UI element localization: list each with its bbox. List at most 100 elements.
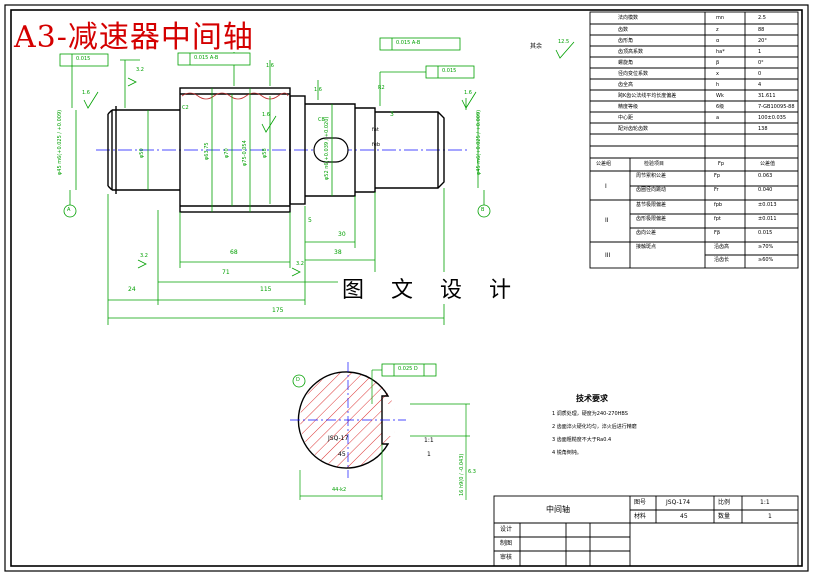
tb-qty: 1 [768, 513, 772, 520]
param-value: 100±0.035 [758, 115, 787, 121]
param-value: 0° [758, 60, 764, 66]
group-header: 公差组 [596, 161, 612, 167]
group-item-value: ≥70% [758, 244, 774, 250]
tb-design-label: 设计 [500, 526, 513, 533]
c8-label: C8 [318, 117, 325, 123]
dim-dia-right: φ45 m6(+0.025 / +0.009) [476, 109, 482, 175]
dim-dia-6375: φ63.75 [204, 142, 210, 160]
param-symbol: α [716, 38, 720, 44]
param-symbol: ha* [716, 49, 725, 55]
param-value: 2.5 [758, 15, 766, 21]
group-item-value: 0.015 [758, 230, 773, 236]
gear-break-line [181, 92, 289, 100]
tolerance-group-roman: I [605, 183, 607, 190]
dim-44: 44-k2 [332, 487, 347, 493]
tol-runout-d: 0.015 [442, 68, 457, 74]
group-item-name: 接触斑点 [636, 244, 657, 250]
datum-d: D [296, 377, 300, 383]
param-name: 齿顶高系数 [618, 49, 644, 55]
datum-b: B [481, 207, 485, 213]
param-name: 法向模数 [618, 15, 639, 21]
param-symbol: h [716, 82, 720, 88]
group-header: 检验项目 [644, 161, 665, 167]
param-name: 中心距 [618, 115, 634, 121]
param-value: 31.611 [758, 93, 776, 99]
group-item-value: 0.063 [758, 173, 773, 179]
group-item-name: 齿向公差 [636, 230, 657, 236]
inner-frame [10, 9, 803, 567]
tb-check-label: 审核 [500, 554, 513, 561]
tb-part-name: 中间轴 [546, 505, 570, 514]
param-name: 径向变位系数 [618, 71, 649, 77]
tol-symmetry: 0.025 D [398, 366, 418, 372]
section-scale: 1:1 [424, 437, 434, 444]
group-item-name: 齿圈径向跳动 [636, 187, 667, 193]
roughness-note-value: 12.5 [558, 39, 570, 45]
dim-dia-50: φ50 [139, 148, 145, 158]
group-item-name: 周节累积公差 [636, 173, 667, 179]
datum-a: A [67, 207, 71, 213]
tech-req-item: 1 调质处理，硬度为240-270HBS [552, 411, 628, 417]
tolerance-frames [59, 37, 475, 377]
section-material: 45 [338, 451, 346, 458]
tech-req-item: 3 齿面粗糙度不大于Ra0.4 [552, 437, 612, 443]
fat-label: fat [372, 127, 379, 133]
group-item-symbol: 沿齿高 [714, 244, 730, 250]
dim-71: 71 [222, 269, 230, 276]
tb-drawn-label: 制图 [500, 540, 513, 547]
dim-dia-75: φ75-0.054 [242, 140, 248, 166]
outer-frame [4, 4, 809, 572]
section-qty: 1 [427, 451, 431, 458]
group-item-name: 基节极限偏差 [636, 202, 667, 208]
rough-3-2-c: 3.2 [296, 261, 304, 267]
radius-label: R2 [378, 85, 385, 91]
rough-1-6-d: 1.6 [266, 63, 274, 69]
param-symbol: 6级 [716, 104, 725, 110]
param-name: 跨K齿公法线平均长度偏差 [618, 93, 677, 99]
param-value: 20° [758, 38, 767, 44]
section-view [290, 362, 470, 500]
group-item-value: ±0.013 [758, 202, 777, 208]
param-name: 精度等级 [618, 104, 639, 110]
title-block-grid [493, 495, 799, 567]
tech-req-item: 4 锐角倒钝。 [552, 450, 582, 456]
group-item-symbol: fpt [714, 216, 721, 222]
param-value: 4 [758, 82, 762, 88]
group-item-symbol: Fβ [714, 230, 721, 236]
dim-5: 5 [308, 217, 312, 224]
tolerance-group-roman: II [605, 217, 609, 224]
tb-drawing-no: JSQ-174 [666, 499, 691, 506]
group-item-symbol: Fp [714, 173, 721, 179]
param-name: 齿形角 [618, 38, 634, 44]
dim-24: 24 [128, 286, 136, 293]
param-name: 齿全高 [618, 82, 634, 88]
datum-symbols [63, 190, 491, 388]
param-symbol: Wk [716, 93, 724, 99]
group-item-symbol: Fr [714, 187, 719, 193]
param-name: 齿数 [618, 27, 629, 33]
tb-scale-label: 比例 [718, 499, 731, 506]
group-header: 公差值 [760, 161, 776, 167]
shaft-outline [107, 87, 445, 213]
tech-req-heading: 技术要求 [576, 394, 608, 403]
tb-drawing-no-label: 图号 [634, 499, 647, 506]
tolerance-group-roman: III [605, 252, 611, 259]
rough-1-6-c: 1.6 [262, 112, 270, 118]
page-title: A3-减速器中间轴 [14, 20, 254, 55]
dim-dia-70: φ70 [224, 148, 230, 158]
tol-runout-c: 0.015 A-B [396, 40, 421, 46]
group-item-value: ±0.011 [758, 216, 777, 222]
group-item-symbol: fpb [714, 202, 723, 208]
tb-qty-label: 数量 [718, 513, 731, 520]
roughness-symbols [83, 41, 575, 277]
dim-115: 115 [260, 286, 272, 293]
tb-scale: 1:1 [760, 499, 770, 506]
param-symbol: x [716, 71, 719, 77]
dim-30: 30 [338, 231, 346, 238]
param-name: 螺旋角 [618, 60, 634, 66]
section-gear-code: JSQ-17 [328, 435, 349, 442]
keyway-slot [313, 137, 349, 163]
tb-material: 45 [680, 513, 688, 520]
param-value: 1 [758, 49, 762, 55]
